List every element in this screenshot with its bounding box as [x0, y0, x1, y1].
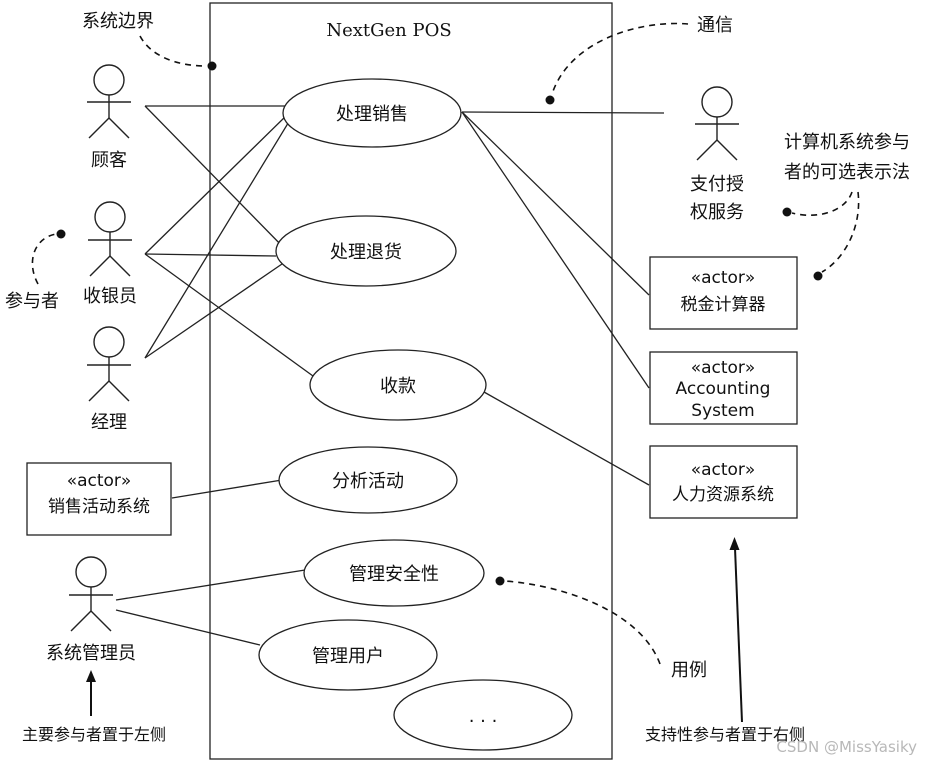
associations-left	[115, 105, 314, 646]
actor-name: 收银员	[83, 286, 137, 307]
actor-stereotype: «actor»	[691, 268, 756, 288]
stick-figure-icon	[88, 201, 132, 277]
annotation-primary-left: 主要参与者置于左侧	[22, 670, 166, 744]
use-case-label: 处理销售	[336, 104, 408, 125]
annotation-supporting-right: 支持性参与者置于右侧	[645, 537, 805, 744]
actor-sysadmin[interactable]: 系统管理员	[46, 556, 136, 664]
actor-cashier[interactable]: 收银员	[83, 201, 137, 307]
stick-figure-icon	[87, 64, 131, 139]
actor-box-label: 销售活动系统	[48, 497, 150, 517]
use-case-label: 分析活动	[332, 471, 404, 492]
actor-box-accounting-system[interactable]: «actor» Accounting System	[649, 351, 798, 425]
actor-name: 顾客	[91, 150, 127, 171]
stick-figure-icon	[87, 326, 131, 402]
use-case-label: 收款	[380, 376, 416, 397]
annotation-text: 参与者	[5, 291, 59, 312]
actor-manager[interactable]: 经理	[87, 326, 131, 433]
annotation-text: 支持性参与者置于右侧	[645, 725, 805, 744]
actor-box-label: 税金计算器	[681, 295, 766, 315]
annotation-text: 主要参与者置于左侧	[22, 725, 166, 744]
actor-name-line2: 权服务	[690, 202, 744, 223]
system-title: NextGen POS	[326, 20, 451, 41]
stick-figure-icon	[695, 86, 739, 161]
use-case-analyze-activity[interactable]: 分析活动	[278, 446, 458, 514]
associations-right	[461, 111, 665, 486]
annotation-text: 通信	[697, 15, 733, 36]
actor-box-label-line2: System	[691, 401, 754, 421]
actor-name-line1: 支付授	[690, 174, 744, 195]
arrow-up-icon	[86, 670, 96, 682]
actor-name: 经理	[91, 412, 127, 433]
use-case-manage-security[interactable]: 管理安全性	[303, 539, 485, 607]
actor-stereotype: «actor»	[67, 471, 132, 491]
actor-box-label: 人力资源系统	[672, 485, 774, 505]
annotation-text-line2: 者的可选表示法	[784, 162, 910, 183]
watermark: CSDN @MissYasiky	[776, 738, 917, 756]
actor-customer[interactable]: 顾客	[87, 64, 131, 171]
use-case-more[interactable]: . . .	[393, 679, 573, 751]
use-case-manage-users[interactable]: 管理用户	[258, 619, 438, 691]
system-boundary-box	[209, 2, 613, 760]
annotation-system-boundary: 系统边界	[82, 11, 217, 71]
annotation-computer-actor: 计算机系统参与 者的可选表示法	[782, 132, 910, 281]
use-case-label: 管理安全性	[349, 564, 439, 585]
actor-stereotype: «actor»	[691, 460, 756, 480]
arrow-up-icon	[729, 537, 740, 550]
actor-name: 系统管理员	[46, 643, 136, 664]
use-case-label: . . .	[469, 706, 498, 727]
annotation-text: 系统边界	[82, 11, 154, 32]
annotation-use-case: 用例	[495, 576, 707, 681]
use-case-handle-returns[interactable]: 处理退货	[275, 215, 457, 287]
use-case-label: 管理用户	[312, 646, 384, 667]
annotation-text: 用例	[671, 660, 707, 681]
actor-box-tax-calculator[interactable]: «actor» 税金计算器	[649, 256, 798, 330]
annotation-actor: 参与者	[5, 229, 66, 312]
actor-box-hr-system[interactable]: «actor» 人力资源系统	[649, 445, 798, 519]
use-case-label: 处理退货	[330, 242, 402, 263]
actor-box-sales-activity[interactable]: «actor» 销售活动系统	[26, 462, 172, 536]
actor-box-label-line1: Accounting	[676, 379, 771, 399]
stick-figure-icon	[69, 556, 113, 632]
use-case-cash-in[interactable]: 收款	[309, 349, 487, 421]
use-case-process-sale[interactable]: 处理销售	[282, 78, 462, 148]
annotation-text-line1: 计算机系统参与	[784, 132, 910, 153]
actor-payment-service[interactable]: 支付授 权服务	[690, 86, 744, 223]
actor-stereotype: «actor»	[691, 358, 756, 378]
annotation-communication: 通信	[545, 15, 733, 105]
